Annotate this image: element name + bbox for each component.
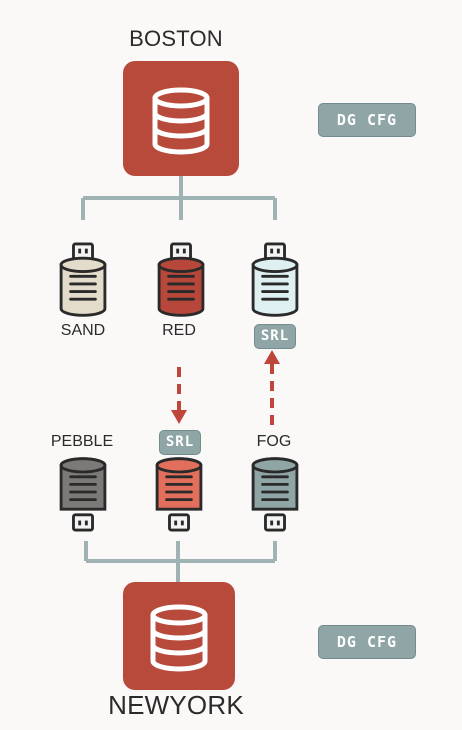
pdb-pebble-label: PEBBLE: [50, 433, 114, 450]
primary-dg-config-badge: DG CFG: [318, 103, 416, 137]
pdb-red-label: RED: [162, 322, 196, 339]
srl-badge-red: SRL: [159, 430, 201, 455]
standby-connector-lines: [84, 541, 277, 582]
standby-dg-config-badge: DG CFG: [318, 625, 416, 659]
primary-site-title: BOSTON: [129, 26, 223, 51]
srl-badge-fog: SRL: [254, 324, 296, 349]
primary-connector-lines: [81, 176, 277, 220]
pdb-pebble-icon[interactable]: [59, 457, 107, 532]
pdb-sand-icon[interactable]: [59, 242, 107, 317]
pdb-sand-label: SAND: [60, 322, 106, 339]
standby-site-title: NEWYORK: [108, 690, 244, 720]
redo-arrow-up: [264, 350, 280, 425]
pdb-fog-standby-label: FOG: [256, 433, 292, 450]
redo-arrow-down: [171, 367, 187, 424]
pdb-red-standby-icon[interactable]: [155, 457, 203, 532]
pdb-red-icon[interactable]: [157, 242, 205, 317]
pdb-fog-icon[interactable]: [251, 242, 299, 317]
pdb-fog-standby-icon[interactable]: [251, 457, 299, 532]
